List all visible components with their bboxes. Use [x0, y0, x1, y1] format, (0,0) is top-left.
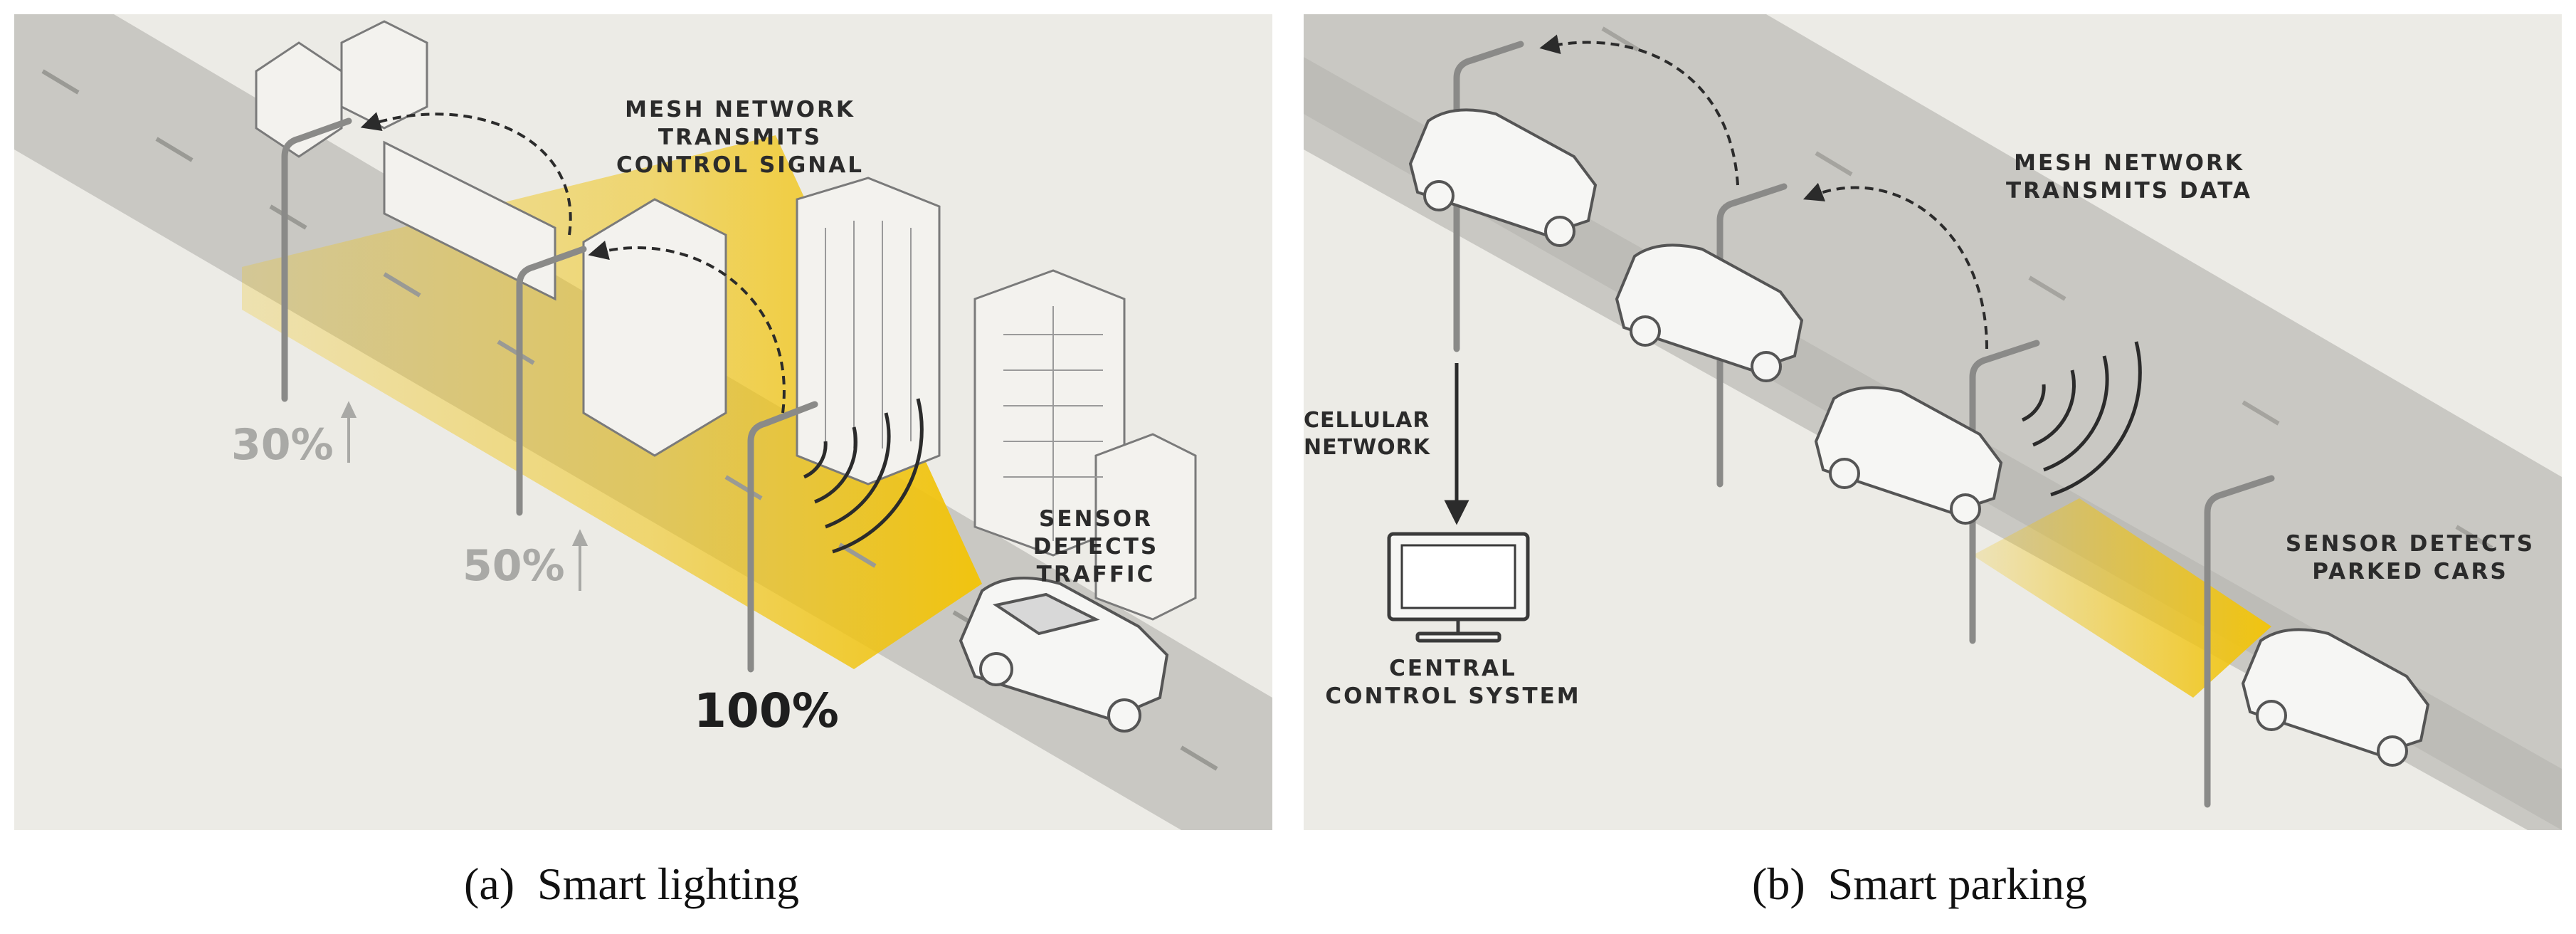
sensor-label: SENSOR DETECTS TRAFFIC: [1033, 506, 1159, 587]
level-30: 30%: [231, 420, 334, 470]
parked-car: [1814, 386, 2003, 525]
building-windows: [825, 221, 1103, 541]
mesh-arrow: [1802, 182, 1988, 350]
caption-a-text: Smart lighting: [537, 859, 800, 909]
increase-arrows: [340, 401, 588, 591]
parked-car: [1408, 108, 1598, 247]
smart-lighting-panel: MESH NETWORK TRANSMITS CONTROL SIGNAL SE…: [14, 14, 1272, 830]
parked-car: [1615, 243, 1804, 382]
parked-car: [2241, 628, 2430, 767]
car: [959, 577, 1169, 733]
caption-a: (a) Smart lighting: [464, 858, 799, 911]
caption-a-tag: (a): [464, 859, 515, 909]
street-lamps: [1453, 41, 2275, 808]
central-control-label: CENTRAL CONTROL SYSTEM: [1325, 656, 1581, 709]
smart-parking-panel: MESH NETWORK TRANSMITS DATA CELLULAR NET…: [1304, 14, 2562, 830]
mesh-network-label: MESH NETWORK TRANSMITS CONTROL SIGNAL: [616, 97, 864, 178]
light-beam: [1973, 498, 2271, 698]
sensor-waves: [2021, 341, 2142, 497]
monitor-icon: [1387, 532, 1530, 643]
smart-lighting-illustration: [14, 14, 1272, 830]
caption-b-text: Smart parking: [1827, 859, 2087, 909]
buildings: [255, 20, 1197, 621]
street-lamps: [281, 117, 818, 673]
lane-dashes: [1601, 26, 2493, 550]
sensor-waves: [803, 398, 924, 554]
cellular-network-label: CELLULAR NETWORK: [1304, 408, 1431, 460]
caption-b-tag: (b): [1752, 859, 1805, 909]
sensor-label: SENSOR DETECTS PARKED CARS: [2285, 531, 2535, 584]
mesh-arrow: [1539, 34, 1739, 186]
mesh-arrow: [588, 241, 786, 414]
level-50: 50%: [463, 541, 565, 591]
caption-b: (b) Smart parking: [1752, 858, 2087, 911]
mesh-network-label: MESH NETWORK TRANSMITS DATA: [2006, 150, 2252, 204]
mesh-arrow: [360, 112, 572, 236]
smart-parking-illustration: [1304, 14, 2562, 830]
level-100: 100%: [694, 683, 839, 738]
